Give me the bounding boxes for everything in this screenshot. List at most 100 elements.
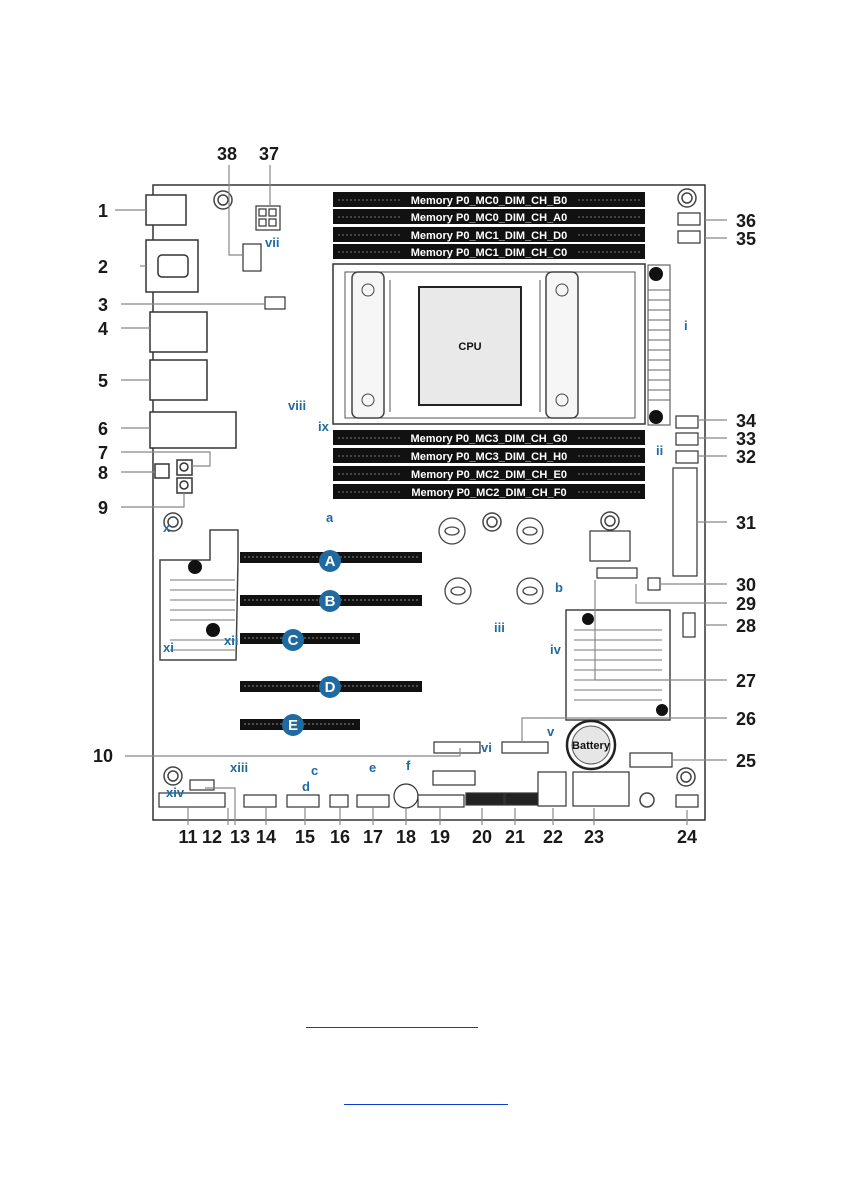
bottom-connectors: [158, 741, 630, 809]
usb-port-stack[interactable]: [149, 359, 208, 401]
fan-header[interactable]: [675, 432, 699, 446]
fan-header[interactable]: [675, 415, 699, 429]
m2-slot[interactable]: [433, 741, 481, 754]
hyperlink[interactable]: [306, 1027, 478, 1028]
usb-port-stack[interactable]: [149, 311, 208, 353]
fan-header[interactable]: [675, 794, 699, 808]
callout-number: 37: [259, 144, 279, 164]
hyperlink[interactable]: [344, 1104, 508, 1105]
front-panel-header[interactable]: [629, 752, 673, 768]
callout-number: 5: [98, 371, 108, 391]
callout-number: 7: [98, 443, 108, 463]
callout-number: 20: [472, 827, 492, 847]
jumper-label: ix: [318, 419, 330, 434]
callout-number: 14: [256, 827, 276, 847]
eps-8pin-power-connector[interactable]: [589, 530, 631, 562]
memory-slot-label: Memory P0_MC1_DIM_CH_C0: [411, 247, 568, 259]
memory-slot[interactable]: [333, 244, 645, 259]
jumper-label: viii: [288, 398, 306, 413]
audio-header[interactable]: [286, 794, 320, 808]
lan-port-stack[interactable]: [149, 411, 237, 449]
callout-number: 23: [584, 827, 604, 847]
jumper-label: vi: [481, 740, 492, 755]
tpm-header[interactable]: [158, 792, 226, 808]
jumper-label: a: [326, 510, 334, 525]
slimsas-port[interactable]: [537, 771, 567, 807]
buzzer: [393, 783, 419, 809]
callout-number: 16: [330, 827, 350, 847]
internal-connector[interactable]: [329, 794, 349, 808]
callout-number: 11: [178, 827, 197, 847]
callout-number: 13: [230, 827, 250, 847]
com-header[interactable]: [189, 779, 215, 791]
slimsas-port[interactable]: [572, 771, 630, 807]
callout-number: 29: [736, 594, 756, 614]
callout-number: 19: [430, 827, 450, 847]
callout-number: 32: [736, 447, 756, 467]
callout-number: 12: [202, 827, 222, 847]
jumper-label: c: [311, 763, 318, 778]
memory-slot-label: Memory P0_MC0_DIM_CH_B0: [411, 195, 568, 207]
audio-port[interactable]: [145, 194, 187, 226]
jumper-label: x: [163, 520, 171, 535]
callout-number: 10: [93, 746, 113, 766]
memory-slot-group-top: Memory P0_MC0_DIM_CH_B0 Memory P0_MC0_DI…: [333, 192, 645, 259]
callout-number: 22: [543, 827, 563, 847]
memory-slot-label: Memory P0_MC2_DIM_CH_F0: [411, 487, 566, 499]
jumper-label: b: [555, 580, 563, 595]
chipset-heatsink-left: [159, 529, 239, 661]
clear-cmos-button[interactable]: [647, 577, 661, 591]
memory-slot-label: Memory P0_MC3_DIM_CH_G0: [410, 433, 567, 445]
internal-usb[interactable]: [243, 794, 277, 808]
jumper-labels: i ii iii iv v vi vii viii ix x xi xii xi…: [163, 235, 688, 800]
rear-io: [145, 194, 237, 494]
memory-slot-label: Memory P0_MC3_DIM_CH_H0: [411, 451, 568, 463]
front-usb-header[interactable]: [417, 794, 465, 808]
mounting-holes: [163, 188, 697, 808]
fan-header[interactable]: [264, 296, 286, 310]
memory-slot[interactable]: [333, 430, 645, 445]
pcie-slot-letter: A: [325, 553, 336, 570]
callout-number: 3: [98, 295, 108, 315]
callout-number: 6: [98, 419, 108, 439]
memory-slot[interactable]: [333, 227, 645, 242]
callout-number: 30: [736, 575, 756, 595]
callout-number: 18: [396, 827, 416, 847]
jumper-label: xiii: [230, 760, 248, 775]
led-indicator: [154, 463, 170, 479]
jumper-label: i: [684, 318, 688, 333]
jumper-label: xiv: [166, 785, 185, 800]
atx-24pin-power-connector[interactable]: [672, 467, 698, 577]
memory-slot[interactable]: [333, 209, 645, 224]
headers: [242, 205, 701, 808]
memory-slot-label: Memory P0_MC2_DIM_CH_E0: [411, 469, 567, 481]
callout-number: 4: [98, 319, 108, 339]
m2-slot[interactable]: [596, 567, 638, 579]
fan-header[interactable]: [677, 230, 701, 244]
callout-number: 15: [295, 827, 315, 847]
memory-slot[interactable]: [333, 466, 645, 481]
jumper-label: iv: [550, 642, 562, 657]
callout-number: 21: [505, 827, 525, 847]
fan-header[interactable]: [677, 212, 701, 226]
fan-header[interactable]: [682, 612, 696, 638]
sata-port[interactable]: [465, 792, 505, 806]
m2-slot[interactable]: [501, 741, 549, 754]
memory-slot[interactable]: [333, 448, 645, 463]
fan-header[interactable]: [242, 243, 262, 272]
jumper-label: d: [302, 779, 310, 794]
callout-number: 25: [736, 751, 756, 771]
sata-port[interactable]: [504, 792, 544, 806]
pcie-slots: A B C D E: [240, 550, 422, 736]
callout-number: 35: [736, 229, 756, 249]
fan-header[interactable]: [675, 450, 699, 464]
front-usb-header[interactable]: [432, 770, 476, 786]
cooler-mounts: [438, 517, 544, 605]
memory-slot-label: Memory P0_MC0_DIM_CH_A0: [411, 212, 568, 224]
pcie-slot-letter: D: [325, 679, 336, 696]
usb3-header[interactable]: [356, 794, 390, 808]
memory-slot[interactable]: [333, 484, 645, 499]
callout-number: 27: [736, 671, 756, 691]
vrm-heatsink-right: [647, 264, 671, 426]
cpu-label: CPU: [458, 341, 481, 353]
